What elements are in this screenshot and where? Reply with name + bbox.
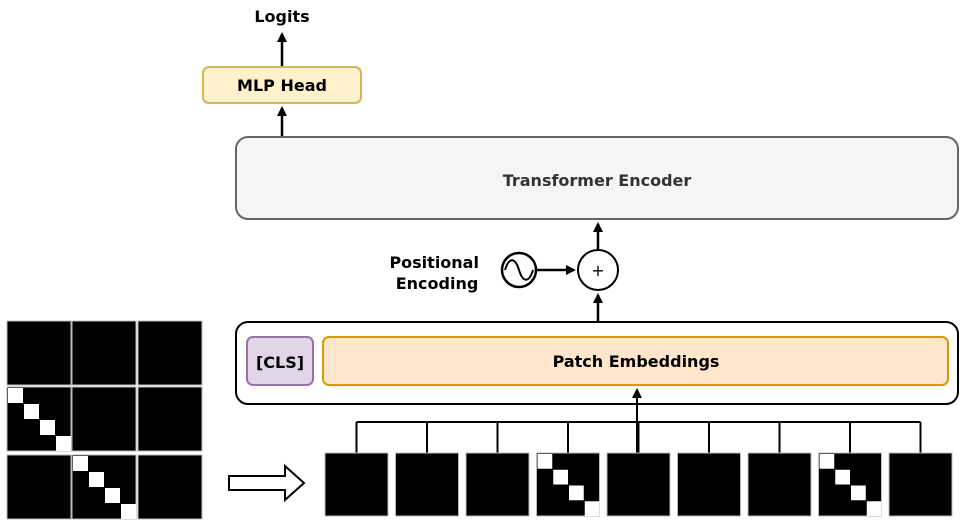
input-patch bbox=[137, 454, 203, 520]
sequence-patch bbox=[606, 452, 671, 517]
input-patch bbox=[6, 320, 72, 386]
logits-label: Logits bbox=[254, 7, 309, 26]
add-operation-symbol: + bbox=[591, 261, 604, 280]
input-patch bbox=[137, 320, 203, 386]
patch-sequence bbox=[324, 452, 953, 517]
sequence-patch bbox=[677, 452, 741, 517]
cls-token-box bbox=[246, 336, 314, 386]
sequence-patch bbox=[888, 452, 953, 517]
input-patch bbox=[71, 320, 137, 386]
input-patch bbox=[6, 386, 72, 452]
transformer-encoder-box bbox=[235, 136, 959, 220]
input-patch bbox=[6, 454, 72, 520]
sine-wave-icon bbox=[500, 251, 538, 289]
patch-embeddings-box bbox=[322, 336, 949, 386]
sequence-patch bbox=[324, 452, 389, 517]
input-patch bbox=[71, 454, 137, 520]
mlp-head-label: MLP Head bbox=[237, 76, 327, 95]
patch-connector-bus bbox=[355, 421, 922, 453]
sequence-patch bbox=[747, 452, 812, 517]
sequence-patch bbox=[536, 452, 600, 517]
patch-embeddings-label: Patch Embeddings bbox=[553, 352, 720, 371]
mlp-head-box bbox=[202, 66, 362, 104]
sequence-patch bbox=[465, 452, 530, 517]
input-image-grid bbox=[6, 320, 203, 520]
positional-encoding-label: Positional Encoding bbox=[389, 253, 484, 293]
sequence-patch bbox=[818, 452, 882, 517]
input-patch bbox=[137, 386, 203, 452]
transformer-encoder-label: Transformer Encoder bbox=[503, 171, 692, 190]
flatten-arrow bbox=[228, 463, 306, 503]
sequence-patch bbox=[395, 452, 459, 517]
input-patch bbox=[71, 386, 137, 452]
cls-token-label: [CLS] bbox=[256, 353, 304, 372]
